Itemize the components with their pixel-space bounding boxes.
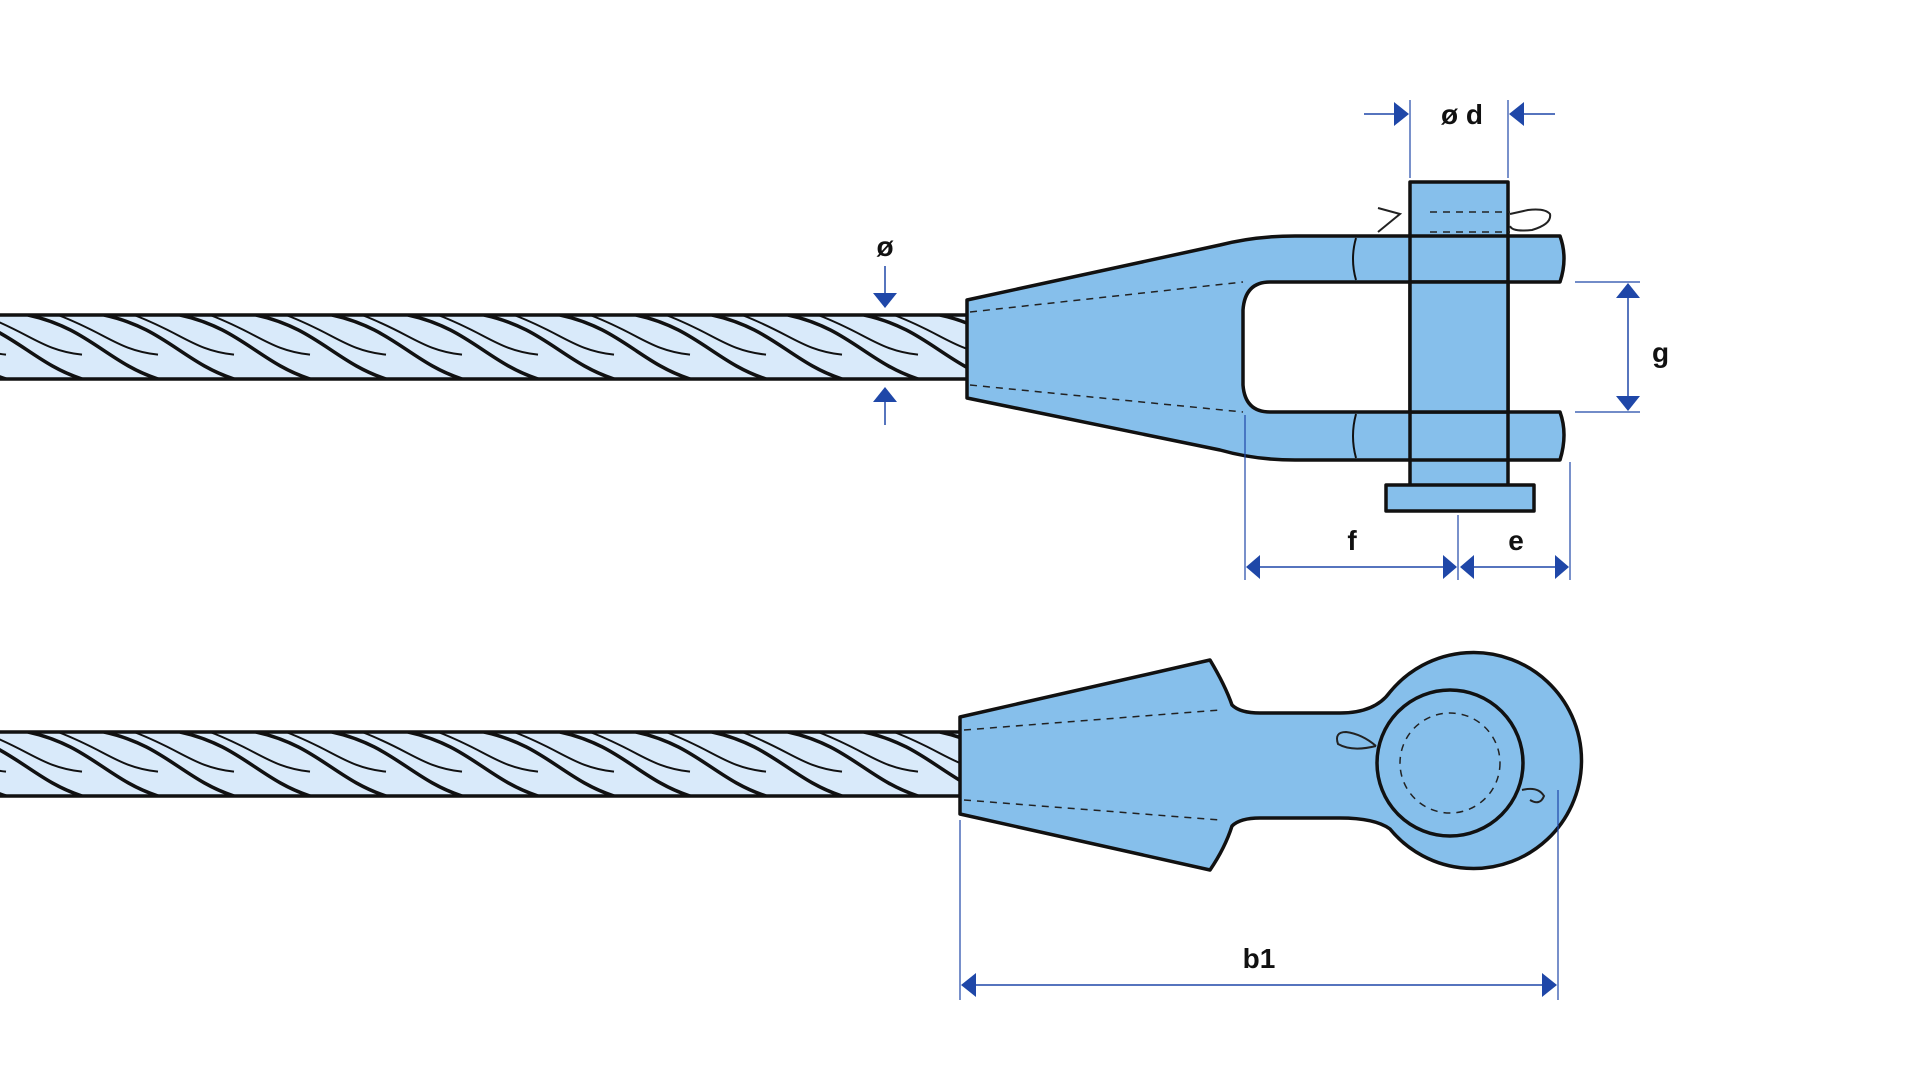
rope-diameter-label: ø [876,231,893,262]
length-b1-label: b1 [1243,943,1276,974]
rope-strand-inner [893,315,967,350]
rope-strand [331,315,463,379]
rope-strand-inner [209,315,311,356]
pin-diameter-label: ø d [1441,99,1483,130]
rope-strand-inner [285,315,387,356]
rope-strand [0,748,83,796]
rope-strand-inner [513,315,615,356]
fork-body [965,234,1566,462]
length-e-label: e [1508,525,1524,556]
rope-strand [27,315,159,379]
rope-strand-inner [133,732,235,773]
rope-strand-inner [0,321,83,356]
rope-strand [787,315,919,379]
eye-inner-ring [1375,688,1525,838]
clevis-pin-head [1384,483,1536,513]
rope-strand [331,732,463,796]
rope-strand [255,315,387,379]
rope-strand [407,732,539,796]
rope-strand-inner [589,732,691,773]
rope-strand [635,732,767,796]
rope-strand [635,315,767,379]
rope-strand-inner [893,732,960,765]
dimension-length-b1: b1 [959,790,1559,1000]
dimension-pin-diameter: ø d [1364,99,1555,178]
rope-strand [483,732,615,796]
rope-strand-inner [437,315,539,356]
cotter-pin-bottom [1336,730,1377,750]
rope-strand [255,732,387,796]
rope-strand-inner [437,732,539,773]
rope-strand-inner [513,732,615,773]
rope-strand [483,315,615,379]
rope-strand-inner [57,315,159,356]
rope-strand-inner [741,315,843,356]
rope-strand-inner [817,732,919,773]
wire-rope-bottom [0,730,960,798]
rope-strand [103,315,235,379]
rope-strand [103,732,235,796]
rope-strand [939,315,967,326]
length-f-label: f [1347,525,1357,556]
rope-strand-inner [133,315,235,356]
fork-terminal-bottom-view: b1 [0,650,1584,1000]
clevis-pin-exposed [1408,280,1510,414]
dimension-jaw-width: g [1575,281,1669,413]
rope-strand-inner [361,732,463,773]
cotter-pin-top [1377,207,1552,233]
rope-strand [711,732,843,796]
rope-strand-inner [0,738,83,773]
wire-rope-top [0,313,967,381]
rope-strand [559,732,691,796]
rope-strand-inner [209,732,311,773]
rope-strand [863,315,967,370]
rope-strand [559,315,691,379]
rope-strand-inner [665,315,767,356]
rope-strand-inner [817,315,919,356]
dimension-length-e: e [1460,462,1571,580]
fork-terminal-top-view: ø ø d g f [0,99,1669,580]
rope-strand [787,732,919,796]
rope-strand [407,315,539,379]
rope-strand-inner [665,732,767,773]
rope-strand-inner [361,315,463,356]
rope-strand [27,732,159,796]
jaw-width-label: g [1652,337,1669,368]
rope-strand-inner [285,732,387,773]
dimension-length-f: f [1244,415,1459,580]
rope-strand [0,331,83,379]
dimension-rope-diameter: ø [873,231,897,425]
rope-strand [711,315,843,379]
rope-strand-inner [57,732,159,773]
rope-strand-inner [589,315,691,356]
rope-strand [179,732,311,796]
rope-strand [863,732,960,783]
rope-strand [179,315,311,379]
rope-strand-inner [741,732,843,773]
